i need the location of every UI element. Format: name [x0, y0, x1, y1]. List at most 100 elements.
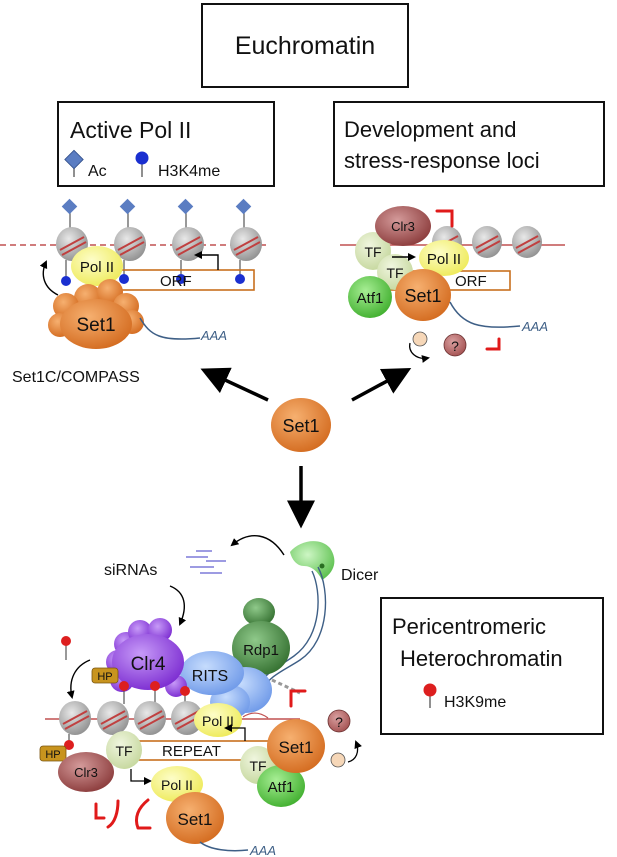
- rdp1-label: Rdp1: [243, 642, 279, 659]
- tf-label: TF: [115, 743, 132, 759]
- hp-label: HP: [97, 671, 112, 683]
- h3k9me-marks-lower: [64, 734, 74, 750]
- pol2: Pol II: [71, 246, 123, 286]
- nucleosome: [512, 226, 542, 258]
- orf-label: ORF: [455, 273, 487, 290]
- rits-label: RITS: [192, 668, 228, 685]
- h3k9me-marks-upper: [61, 636, 190, 704]
- atf1-label: Atf1: [357, 290, 384, 307]
- dev-stress-box: Development and stress-response loci: [333, 101, 605, 187]
- ac-marks: [61, 198, 252, 228]
- dsrna-strand: [261, 566, 327, 691]
- nucleosome: [172, 227, 204, 261]
- set1-factor: Set1: [267, 719, 325, 773]
- arrow-to-dev-loci: [351, 368, 412, 402]
- tf-label: TF: [386, 265, 403, 281]
- pol2: Pol II: [419, 240, 469, 276]
- dev-stress-title-line2: stress-response loci: [344, 148, 540, 173]
- clr3-label: Clr3: [391, 219, 415, 234]
- set1-label: Set1: [404, 286, 441, 306]
- set1-complex-label: Set1: [76, 315, 115, 336]
- h3k4me-marks: [61, 260, 245, 286]
- pol2-label: Pol II: [202, 713, 234, 729]
- nucleosome-row-2: [59, 701, 203, 735]
- nucleosome: [134, 701, 166, 735]
- sirnas: [186, 550, 226, 574]
- atf1-factor: Atf1: [257, 765, 305, 807]
- nascent-rna: [139, 317, 201, 340]
- set1-complex: Set1: [48, 279, 144, 349]
- active-pol2-box: Active Pol II Ac H3K4me: [57, 101, 275, 187]
- euchromatin-title-box: Euchromatin: [201, 3, 409, 88]
- aaa-label: AAA: [521, 319, 548, 334]
- atf1-factor: Atf1: [348, 276, 392, 318]
- set1-label: Set1: [178, 810, 213, 829]
- set1-center: Set1: [271, 398, 331, 452]
- inhibition-symbol: [94, 799, 120, 829]
- active-pol2-title: Active Pol II: [70, 117, 191, 143]
- inhibition-symbol: [134, 798, 152, 830]
- nucleosome: [472, 226, 502, 258]
- dicer-to-sirna-arrow: [230, 535, 285, 556]
- nascent-rna: [449, 301, 521, 328]
- pericentromeric-title-line1: Pericentromeric: [392, 614, 546, 639]
- dicer-label: Dicer: [341, 567, 379, 584]
- question-label: ?: [335, 714, 343, 730]
- arrow-to-active-pol2: [200, 367, 269, 402]
- methylation-arrow: [66, 659, 91, 699]
- h3k4me-legend-label: H3K4me: [158, 163, 220, 180]
- orf-label: ORF: [160, 273, 192, 290]
- h3k9me-legend-label: H3K9me: [444, 694, 506, 711]
- ac-legend-label: Ac: [88, 163, 107, 180]
- inhibition-symbol: [289, 689, 307, 708]
- sirnas-label: siRNAs: [104, 562, 157, 579]
- rdp1-link: [271, 678, 301, 695]
- set1-center-label: Set1: [282, 416, 319, 436]
- clr4-label: Clr4: [131, 654, 166, 675]
- pericentromeric-title-line2: Heterochromatin: [400, 646, 563, 671]
- inhibition-symbol: [435, 209, 454, 228]
- repeat-label: REPEAT: [162, 743, 221, 760]
- active-pol2-chromatin: ORF Pol II Set1 AAA: [0, 198, 270, 349]
- substrate-circle: [412, 331, 428, 347]
- clr3-label: Clr3: [74, 765, 98, 780]
- h3k4me-legend-icon: [135, 151, 149, 177]
- euchromatin-title: Euchromatin: [235, 32, 375, 60]
- clr4: Clr4: [106, 618, 187, 697]
- tss-arrow: [130, 769, 152, 785]
- dicer: [290, 541, 335, 580]
- unknown-factor: ?: [327, 709, 351, 733]
- dev-stress-title-line1: Development and: [344, 117, 516, 142]
- unknown-factor: ?: [443, 333, 467, 357]
- tss-arrow: [224, 724, 246, 741]
- nucleosome: [97, 701, 129, 735]
- substrate-circle: [330, 752, 346, 768]
- aaa-label: AAA: [200, 328, 227, 343]
- inhibition-symbol: [485, 337, 501, 351]
- nascent-rna: [199, 841, 249, 852]
- clr3-factor: Clr3: [58, 752, 114, 792]
- hp-protein: HP: [91, 667, 119, 684]
- tf-factor: TF: [106, 731, 142, 769]
- tss-arrow: [194, 251, 219, 270]
- dev-chromatin: ORF TF TF Pol II Clr3 Atf1 Set1 AAA: [340, 206, 565, 363]
- clr3-factor: Clr3: [375, 206, 431, 246]
- hp-protein: HP: [39, 745, 67, 762]
- rna-transcript: [242, 712, 269, 719]
- set1-label: Set1: [279, 738, 314, 757]
- tf-label: TF: [249, 758, 266, 774]
- set1c-compass-label: Set1C/COMPASS: [12, 369, 140, 386]
- aaa-label: AAA: [249, 843, 276, 857]
- rdp1: Rdp1: [232, 598, 290, 675]
- tf-label: TF: [364, 244, 381, 260]
- conversion-arrow: [347, 740, 362, 763]
- pericentromeric-box: Pericentromeric Heterochromatin H3K9me: [380, 597, 604, 735]
- hp-label: HP: [45, 749, 60, 761]
- methylation-arrow: [39, 260, 59, 296]
- nucleosome: [59, 701, 91, 735]
- atf1-label: Atf1: [268, 779, 295, 796]
- pol2-label: Pol II: [161, 777, 193, 793]
- pol2-label: Pol II: [80, 259, 114, 276]
- h3k9me-legend-icon: [423, 683, 437, 708]
- question-label: ?: [451, 338, 459, 354]
